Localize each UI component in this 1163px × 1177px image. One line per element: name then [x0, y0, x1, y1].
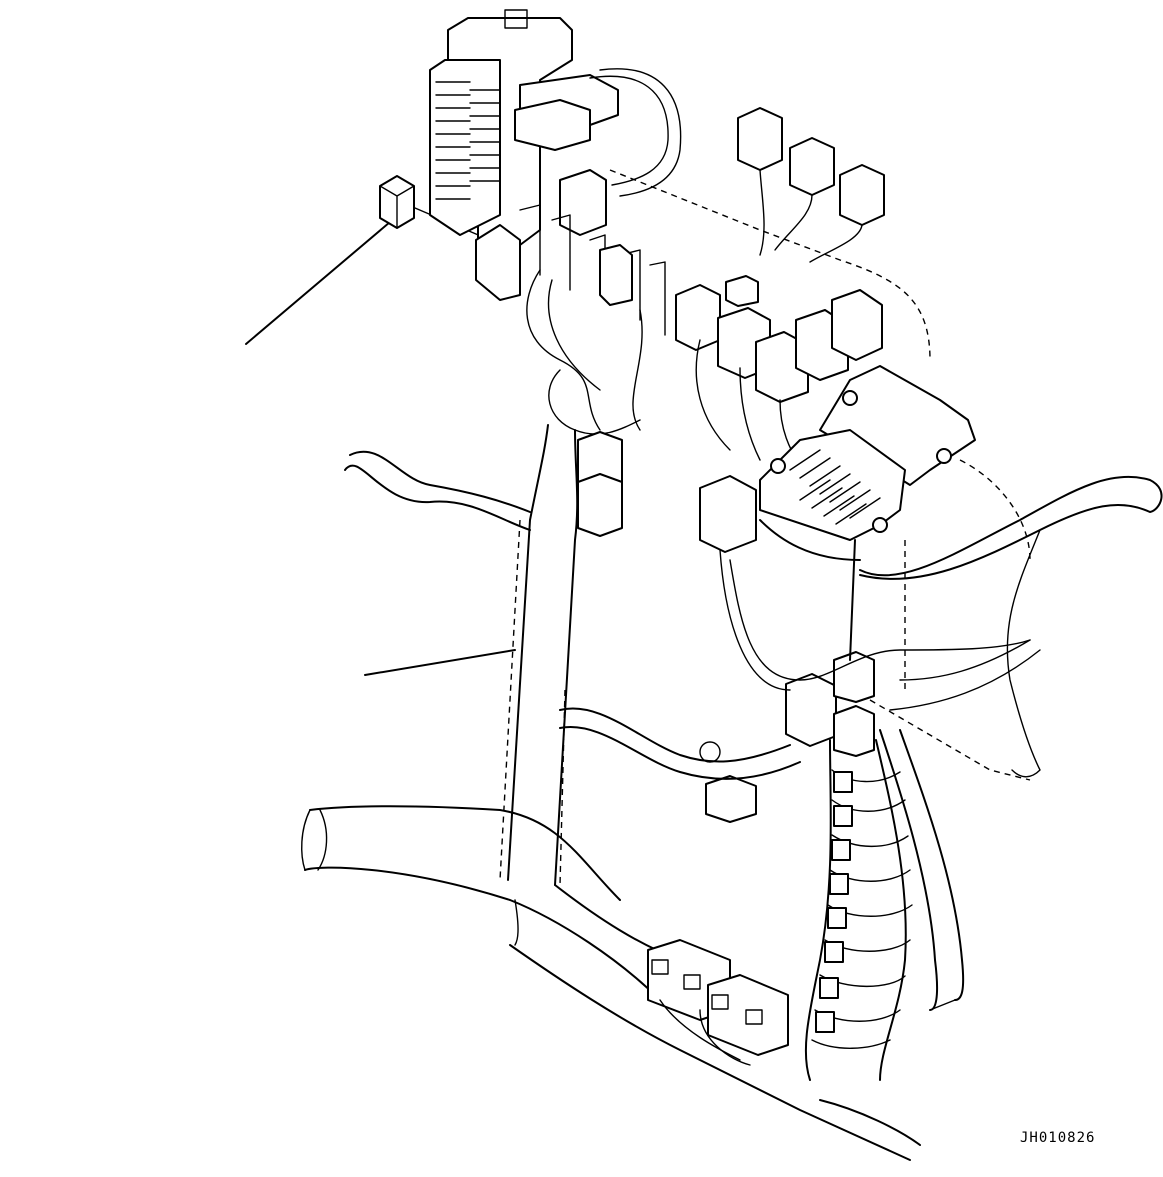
side-connectors: [815, 771, 853, 1033]
relay-part: [379, 175, 415, 229]
leader-line-relay: [245, 221, 391, 345]
upper-connectors: [514, 74, 883, 403]
fuse-block: [429, 9, 573, 301]
bottom-connectors: [647, 939, 789, 1066]
harness-end: [819, 1099, 921, 1146]
drawing-code: JH010826: [1020, 1130, 1096, 1146]
leader-line-harness: [364, 649, 516, 676]
multipin-connector: [759, 365, 976, 541]
harness-tubes: [301, 424, 1163, 1161]
hanging-connectors: [737, 107, 885, 263]
mid-connectors: [577, 431, 875, 823]
